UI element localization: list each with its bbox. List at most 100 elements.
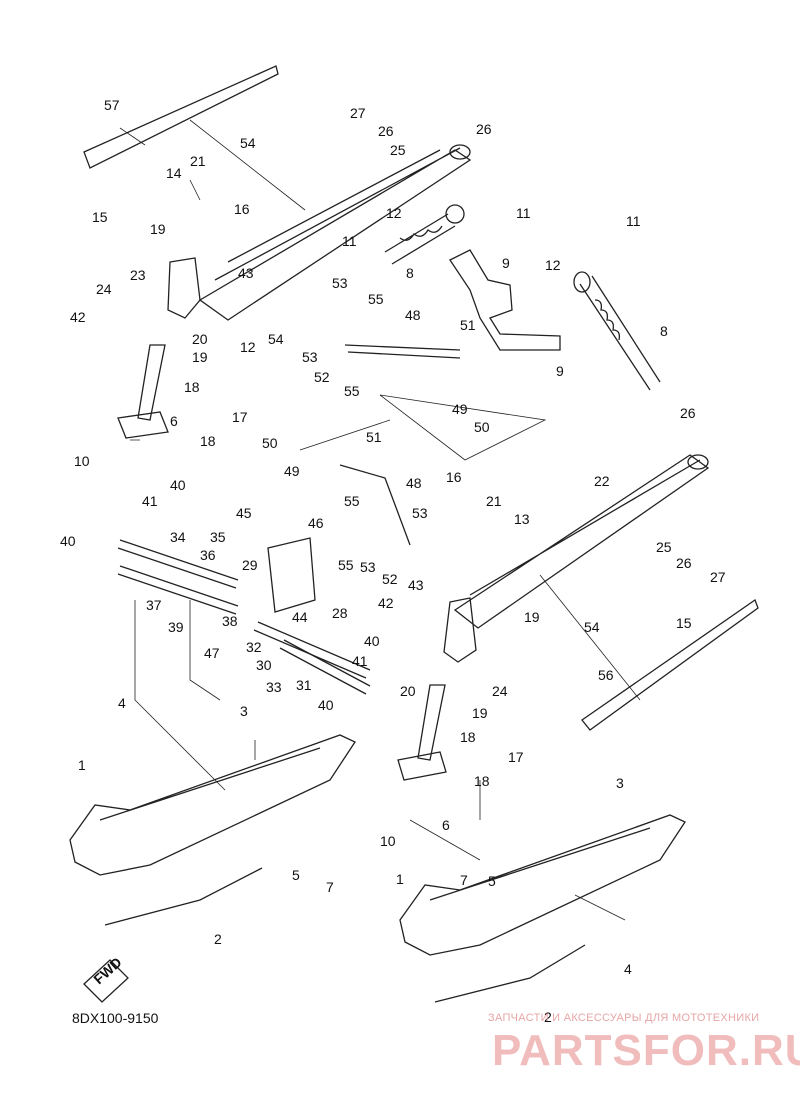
part-label-3: 3: [240, 703, 248, 719]
part-label-5: 5: [488, 873, 496, 889]
tie-rod-34: [117, 539, 239, 589]
part-label-11: 11: [342, 233, 357, 249]
part-label-25: 25: [390, 142, 406, 158]
left-spindle-shaft: [137, 344, 166, 421]
part-label-24: 24: [492, 683, 508, 699]
part-label-53: 53: [302, 349, 318, 365]
part-label-22: 22: [594, 473, 610, 489]
left-shock-absorber: [384, 213, 456, 265]
part-label-50: 50: [474, 419, 490, 435]
part-label-9: 9: [556, 363, 564, 379]
left-spindle-arm: [117, 411, 169, 439]
part-label-16: 16: [446, 469, 462, 485]
fwd-arrow-shape: [83, 959, 129, 1003]
part-label-46: 46: [308, 515, 324, 531]
part-label-45: 45: [236, 505, 252, 521]
right-spindle-shaft: [417, 684, 446, 761]
part-label-7: 7: [326, 879, 334, 895]
part-label-50: 50: [262, 435, 278, 451]
part-label-4: 4: [118, 695, 126, 711]
part-label-39: 39: [168, 619, 184, 635]
bumper-strip-lower: [581, 598, 759, 731]
part-label-24: 24: [96, 281, 112, 297]
part-label-38: 38: [222, 613, 238, 629]
part-label-6: 6: [442, 817, 450, 833]
steering-link-upper: [344, 344, 461, 359]
part-label-56: 56: [598, 667, 614, 683]
part-label-29: 29: [242, 557, 258, 573]
part-label-2: 2: [214, 931, 222, 947]
left-spindle-housing: [167, 257, 201, 319]
center-bracket: [267, 537, 316, 613]
tie-rod-28: [253, 621, 371, 679]
part-label-33: 33: [266, 679, 282, 695]
part-label-19: 19: [472, 705, 488, 721]
part-label-32: 32: [246, 639, 262, 655]
part-label-2: 2: [544, 1009, 552, 1025]
fwd-label: FWD: [90, 954, 124, 987]
part-label-36: 36: [200, 547, 216, 563]
part-label-18: 18: [184, 379, 200, 395]
right-suspension-beam: [453, 454, 710, 629]
part-label-18: 18: [474, 773, 490, 789]
part-label-54: 54: [584, 619, 600, 635]
part-label-34: 34: [170, 529, 186, 545]
tie-rod-31: [279, 639, 371, 695]
part-label-42: 42: [378, 595, 394, 611]
part-label-55: 55: [344, 383, 360, 399]
part-label-17: 17: [232, 409, 248, 425]
shock-mount-bracket: [449, 249, 561, 351]
part-label-6: 6: [170, 413, 178, 429]
part-label-15: 15: [92, 209, 108, 225]
part-label-19: 19: [524, 609, 540, 625]
part-label-48: 48: [406, 475, 422, 491]
part-label-41: 41: [142, 493, 158, 509]
right-ski: [399, 814, 686, 956]
part-label-30: 30: [256, 657, 272, 673]
left-beam-end-eye: [449, 144, 471, 160]
part-label-25: 25: [656, 539, 672, 555]
leader-lines: [119, 119, 641, 921]
part-label-26: 26: [676, 555, 692, 571]
part-label-19: 19: [150, 221, 166, 237]
part-label-44: 44: [292, 609, 308, 625]
right-beam-end-eye: [687, 454, 709, 470]
right-spindle-arm: [397, 751, 447, 781]
part-label-49: 49: [284, 463, 300, 479]
right-shock-eye: [573, 271, 591, 293]
watermark-logo: PARTSFOR.RU: [492, 1026, 800, 1075]
part-label-48: 48: [405, 307, 421, 323]
part-label-53: 53: [332, 275, 348, 291]
steering-link-lower: [339, 464, 411, 546]
part-label-51: 51: [366, 429, 382, 445]
part-label-57: 57: [104, 97, 120, 113]
part-label-1: 1: [396, 871, 404, 887]
part-label-23: 23: [130, 267, 146, 283]
tie-rod-37: [117, 565, 239, 615]
part-label-11: 11: [516, 205, 531, 221]
part-label-55: 55: [344, 493, 360, 509]
part-label-53: 53: [412, 505, 428, 521]
part-label-18: 18: [460, 729, 476, 745]
part-label-21: 21: [190, 153, 206, 169]
part-label-3: 3: [616, 775, 624, 791]
part-label-20: 20: [192, 331, 208, 347]
part-label-14: 14: [166, 165, 182, 181]
part-label-10: 10: [380, 833, 396, 849]
part-label-1: 1: [78, 757, 86, 773]
part-label-55: 55: [338, 557, 354, 573]
part-label-9: 9: [502, 255, 510, 271]
left-ski-runner: [104, 867, 263, 926]
part-label-18: 18: [200, 433, 216, 449]
part-label-27: 27: [710, 569, 726, 585]
part-label-5: 5: [292, 867, 300, 883]
diagram-code: 8DX100-9150: [72, 1010, 159, 1026]
part-label-43: 43: [238, 265, 254, 281]
left-shock-eye: [445, 204, 465, 224]
part-label-12: 12: [386, 205, 402, 221]
part-label-12: 12: [545, 257, 561, 273]
part-label-52: 52: [382, 571, 398, 587]
part-label-43: 43: [408, 577, 424, 593]
